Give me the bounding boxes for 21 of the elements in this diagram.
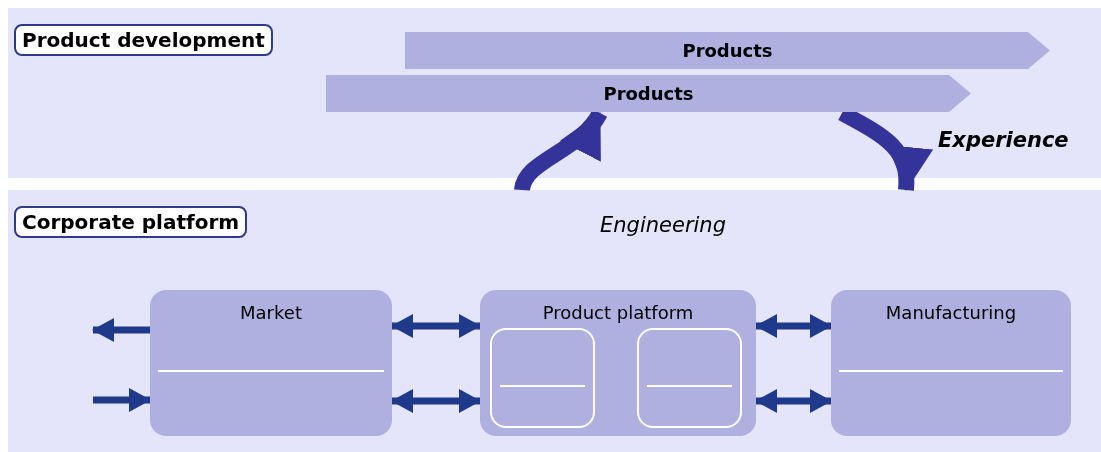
double-arrow	[391, 314, 481, 338]
empty-box	[490, 328, 595, 428]
section-band	[8, 190, 1101, 452]
section-title: Product development	[14, 24, 273, 56]
box-title: Manufacturing	[884, 302, 1018, 323]
edge-label: Experience	[938, 128, 1069, 152]
section-title: Corporate platform	[14, 206, 248, 238]
arrow	[92, 318, 150, 342]
process-box	[831, 290, 1071, 436]
empty-box	[637, 328, 742, 428]
process-box	[480, 290, 756, 436]
process-box	[150, 290, 392, 436]
edge-label: Engineering	[600, 213, 726, 237]
box-title: Product platform	[541, 302, 695, 323]
double-arrow	[755, 314, 832, 338]
double-arrow	[391, 389, 481, 413]
arrow-label: Products	[603, 83, 694, 104]
box-title: Market	[239, 302, 303, 323]
arrow-label: Products	[682, 40, 773, 61]
double-arrow	[755, 389, 832, 413]
section-band	[8, 8, 1101, 178]
